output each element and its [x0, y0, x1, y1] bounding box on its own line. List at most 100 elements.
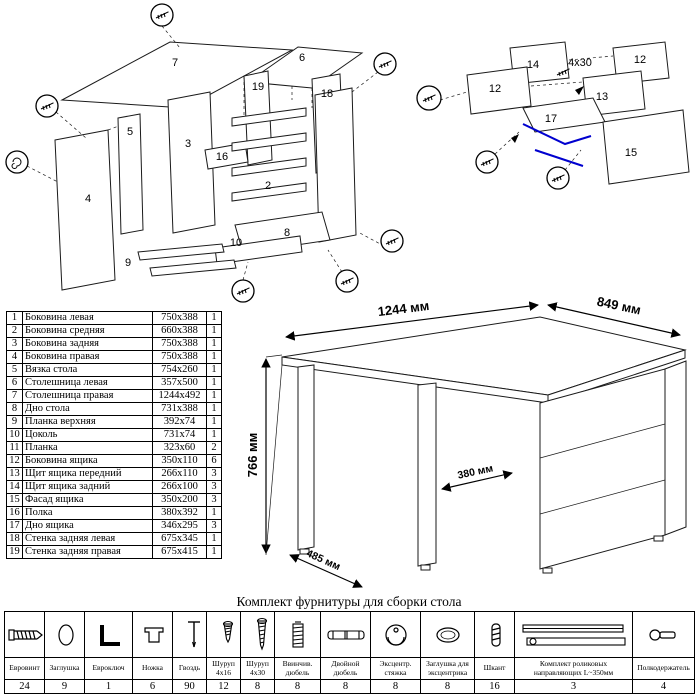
part-label: 9 — [125, 257, 131, 269]
hardware-quantities-row: 24 9 1 6 90 12 8 8 8 8 8 16 3 4 — [4, 679, 695, 694]
dimension-drawing: 1244 мм 849 мм 766 мм 485 мм 380 мм — [245, 295, 687, 588]
parts-table-row: 17 Дно ящика 346x295 3 — [6, 519, 222, 533]
hardware-name: Гвоздь — [172, 657, 207, 680]
part-name: Стенка задняя правая — [22, 545, 153, 559]
part-size: 675x345 — [152, 532, 207, 546]
part-size: 660x388 — [152, 324, 207, 338]
hardware-callouts — [5, 3, 404, 303]
parts-table-row: 14 Щит ящика задний 266x100 3 — [6, 480, 222, 494]
parts-table-row: 8 Дно стола 731x388 1 — [6, 402, 222, 416]
part-size: 323x60 — [152, 441, 207, 455]
hardware-name: Полкодержатель — [632, 657, 695, 680]
hardware-quantity: 12 — [206, 679, 241, 694]
cam-cap-icon — [435, 626, 460, 643]
part-name: Столешница правая — [22, 389, 153, 403]
part-name: Боковина ящика — [22, 454, 153, 468]
hardware-names-row: Евровинт Заглушка Евроключ Ножка Гвоздь … — [4, 657, 695, 680]
hardware-quantity: 8 — [420, 679, 475, 694]
part-number: 11 — [6, 441, 23, 455]
dim-height-label: 766 мм — [245, 433, 260, 478]
part-size: 675x415 — [152, 545, 207, 559]
parts-table-row: 7 Столешница правая 1244x492 1 — [6, 389, 222, 403]
exploded-drawer-diagram: 14 12 12 13 17 15 4x30 — [416, 41, 690, 190]
part-name: Столешница левая — [22, 376, 153, 390]
screw-size-annotation: 4x30 — [568, 57, 592, 69]
dim-depth-label: 849 мм — [596, 295, 643, 318]
cam-lock-icon — [384, 623, 407, 646]
part-quantity: 1 — [206, 324, 222, 338]
part-number: 16 — [6, 506, 23, 520]
part-number: 14 — [6, 480, 23, 494]
part-number: 19 — [6, 545, 23, 559]
part-size: 1244x492 — [152, 389, 207, 403]
part-label: 10 — [230, 237, 242, 249]
hardware-quantity: 8 — [320, 679, 371, 694]
drawer-hardware-callouts — [416, 85, 582, 190]
hardware-quantity: 3 — [514, 679, 633, 694]
nail-icon — [188, 620, 200, 647]
part-name: Стенка задняя левая — [22, 532, 153, 546]
exploded-desk-diagram: 7 6 19 18 5 3 16 2 4 10 8 9 — [5, 3, 404, 303]
part-size: 266x100 — [152, 480, 207, 494]
hardware-quantity: 8 — [240, 679, 275, 694]
part-number: 5 — [6, 363, 23, 377]
part-quantity: 1 — [206, 311, 222, 325]
hardware-quantity: 6 — [132, 679, 173, 694]
part-name: Фасад ящика — [22, 493, 153, 507]
cap-icon — [58, 623, 74, 646]
dim-width-label: 1244 мм — [377, 298, 430, 319]
threaded-dowel-icon — [291, 620, 304, 648]
drawer-rail-icon — [521, 623, 626, 646]
part-number: 13 — [6, 467, 23, 481]
desk-panels — [54, 41, 364, 291]
part-label: 12 — [489, 83, 501, 95]
parts-table-row: 6 Столешница левая 357x500 1 — [6, 376, 222, 390]
hardware-quantity: 24 — [4, 679, 45, 694]
part-number: 4 — [6, 350, 23, 364]
part-label: 8 — [284, 227, 290, 239]
part-label: 6 — [299, 52, 305, 64]
part-size: 350x200 — [152, 493, 207, 507]
hardware-quantity: 4 — [632, 679, 695, 694]
part-name: Щит ящика задний — [22, 480, 153, 494]
parts-table-row: 15 Фасад ящика 350x200 3 — [6, 493, 222, 507]
desk-outline — [281, 316, 687, 574]
part-label: 16 — [216, 151, 228, 163]
part-quantity: 3 — [206, 467, 222, 481]
parts-table-row: 19 Стенка задняя правая 675x415 1 — [6, 545, 222, 559]
hardware-quantity: 1 — [84, 679, 133, 694]
part-size: 380x392 — [152, 506, 207, 520]
hardware-name: Шкант — [474, 657, 515, 680]
hardware-name: Заглушка для эксцентрика — [420, 657, 475, 680]
parts-table-row: 10 Цоколь 731x74 1 — [6, 428, 222, 442]
part-quantity: 3 — [206, 519, 222, 533]
hardware-name: Евроключ — [84, 657, 133, 680]
hardware-table: Евровинт Заглушка Евроключ Ножка Гвоздь … — [4, 611, 695, 694]
part-label: 19 — [252, 81, 264, 93]
part-name: Вязка стола — [22, 363, 153, 377]
part-size: 346x295 — [152, 519, 207, 533]
hardware-name: Шуруп 4x30 — [240, 657, 275, 680]
part-label: 12 — [634, 54, 646, 66]
parts-table-body: 1 Боковина левая 750x388 1 2 Боковина ср… — [6, 311, 222, 559]
part-quantity: 1 — [206, 415, 222, 429]
part-label: 13 — [596, 91, 608, 103]
part-size: 350x110 — [152, 454, 207, 468]
parts-table-row: 13 Щит ящика передний 266x110 3 — [6, 467, 222, 481]
part-label: 15 — [625, 147, 637, 159]
part-quantity: 1 — [206, 532, 222, 546]
drawer-panels — [466, 41, 690, 185]
part-name: Планка верхняя — [22, 415, 153, 429]
part-number: 15 — [6, 493, 23, 507]
part-size: 266x110 — [152, 467, 207, 481]
parts-table-row: 1 Боковина левая 750x388 1 — [6, 311, 222, 325]
part-name: Дно ящика — [22, 519, 153, 533]
part-number: 6 — [6, 376, 23, 390]
parts-table-row: 12 Боковина ящика 350x110 6 — [6, 454, 222, 468]
part-label: 4 — [85, 193, 91, 205]
part-name: Боковина левая — [22, 311, 153, 325]
hardware-kit-title: Комплект фурнитуры для сборки стола — [236, 594, 462, 609]
part-quantity: 1 — [206, 363, 222, 377]
hardware-name: Евровинт — [4, 657, 45, 680]
